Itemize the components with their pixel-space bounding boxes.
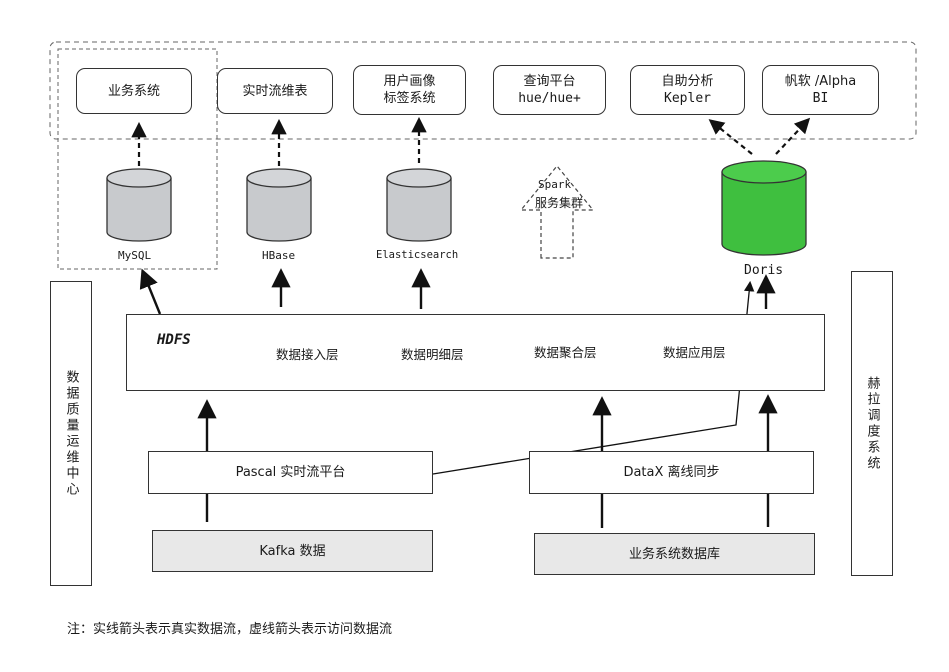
mysql-cylinder — [106, 168, 172, 242]
consumer-group-frame — [49, 41, 917, 140]
query-platform-label-2: hue/hue+ — [518, 91, 581, 106]
user-profile-label-2: 标签系统 — [383, 91, 436, 106]
hbase-cylinder — [246, 168, 312, 242]
fanruan-bi-box[interactable]: 帆软 /Alpha BI — [762, 65, 879, 115]
datax-box[interactable]: DataX 离线同步 — [529, 451, 814, 494]
fanruan-label-2: BI — [812, 91, 829, 106]
business-system-box[interactable]: 业务系统 — [76, 68, 192, 114]
quality-ops-center-label: 数据质量运维中心 — [63, 369, 79, 498]
realtime-report-box[interactable]: 实时流维表 — [217, 68, 333, 114]
self-analysis-box[interactable]: 自助分析 Kepler — [630, 65, 745, 115]
mysql-label: MySQL — [118, 249, 152, 262]
hera-scheduler-label: 赫拉调度系统 — [864, 375, 880, 472]
kafka-box[interactable]: Kafka 数据 — [152, 530, 433, 572]
realtime-report-label: 实时流维表 — [242, 83, 308, 99]
hbase-label: HBase — [262, 249, 296, 262]
doris-to-kepler-dashed-arrow — [708, 119, 753, 155]
legend-note: 注：实线箭头表示真实数据流，虚线箭头表示访问数据流 — [67, 622, 393, 637]
user-profile-label-1: 用户画像 — [383, 74, 436, 89]
quality-ops-center-box[interactable]: 数据质量运维中心 — [50, 281, 92, 586]
hera-scheduler-box[interactable]: 赫拉调度系统 — [851, 271, 893, 576]
hdfs-title: HDFS — [157, 332, 191, 348]
spark-label: Spark — [538, 178, 572, 191]
layer-detail: 数据明细层 — [401, 347, 464, 362]
business-system-label: 业务系统 — [107, 83, 160, 99]
pascal-label: Pascal 实时流平台 — [235, 465, 346, 480]
doris-to-bi-dashed-arrow — [775, 117, 811, 155]
hdfs-to-mysql-arrow — [139, 268, 162, 315]
spark-service-arrow — [519, 165, 595, 259]
layer-ingest: 数据接入层 — [276, 347, 339, 362]
business-system-frame — [57, 48, 218, 270]
self-analysis-label-1: 自助分析 — [661, 74, 714, 89]
hdfs-box[interactable]: HDFS — [126, 314, 825, 391]
query-platform-box[interactable]: 查询平台 hue/hue+ — [493, 65, 606, 115]
doris-cylinder — [721, 160, 807, 256]
pascal-box[interactable]: Pascal 实时流平台 — [148, 451, 433, 494]
kafka-label: Kafka 数据 — [259, 543, 326, 559]
layer-application: 数据应用层 — [663, 345, 726, 360]
self-analysis-label-2: Kepler — [664, 91, 711, 106]
elasticsearch-label: Elasticsearch — [376, 249, 459, 261]
business-db-box[interactable]: 业务系统数据库 — [534, 533, 815, 575]
fanruan-label-1: 帆软 /Alpha — [784, 74, 857, 89]
query-platform-label-1: 查询平台 — [523, 74, 576, 89]
layer-aggregate: 数据聚合层 — [534, 345, 597, 360]
spark-cluster-label: 服务集群 — [535, 196, 584, 210]
business-db-label: 业务系统数据库 — [628, 546, 720, 562]
user-profile-box[interactable]: 用户画像 标签系统 — [353, 65, 466, 115]
elasticsearch-cylinder — [386, 168, 452, 242]
doris-label: Doris — [744, 263, 784, 278]
datax-label: DataX 离线同步 — [623, 465, 720, 480]
